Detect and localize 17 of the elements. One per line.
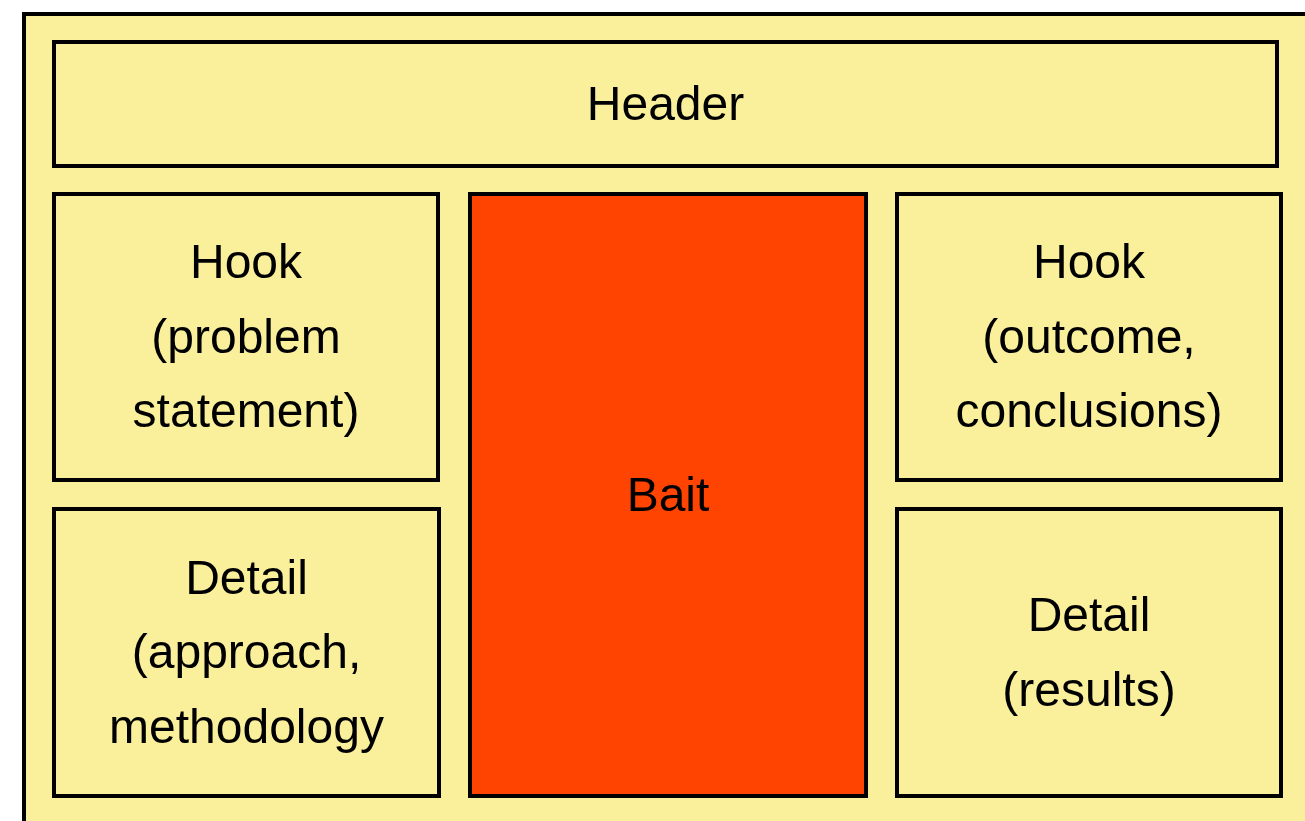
section-title: Detail — [185, 549, 308, 606]
section-description: (outcome, conclusions) — [954, 308, 1224, 440]
section-title: Detail — [1027, 587, 1151, 644]
bait-box — [468, 192, 868, 798]
section-title: Bait — [626, 466, 710, 523]
section-description: (approach, methodology — [108, 624, 385, 755]
section-title: Header — [586, 75, 745, 132]
poster-frame — [22, 12, 1305, 821]
header-box — [52, 40, 1279, 168]
hook-box — [895, 192, 1283, 482]
section-description: (problem statement) — [131, 308, 361, 440]
detail-box — [52, 507, 441, 798]
section-title: Hook — [189, 234, 303, 291]
hook-box — [52, 192, 440, 482]
detail-box — [895, 507, 1283, 798]
section-title: Hook — [1032, 234, 1146, 291]
section-description: (results) — [1002, 661, 1176, 718]
